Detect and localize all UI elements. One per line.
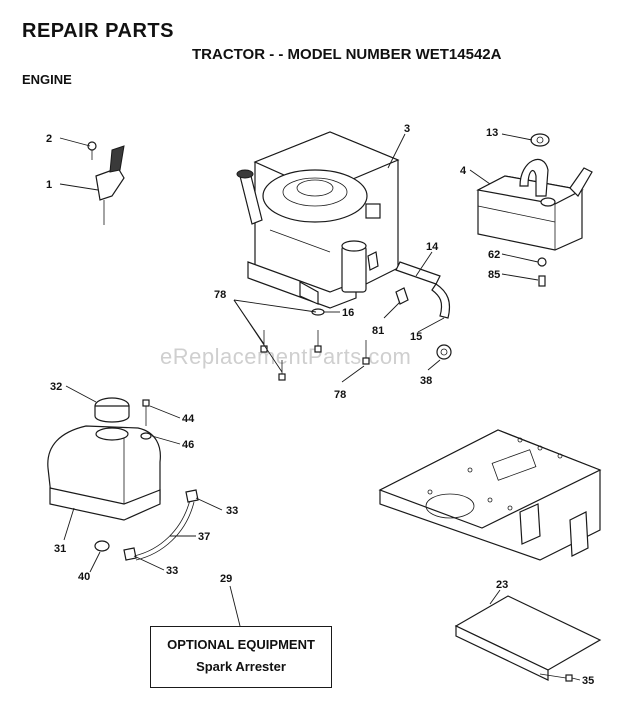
callout-4: 4 — [460, 165, 467, 177]
callout-16: 16 — [342, 307, 354, 319]
page-title: REPAIR PARTS — [22, 20, 174, 42]
heat-shield-part — [454, 595, 602, 682]
model-subtitle: TRACTOR - - MODEL NUMBER WET14542A — [192, 46, 502, 63]
optional-equipment-box: OPTIONAL EQUIPMENT Spark Arrester — [150, 626, 332, 688]
muffler-part — [476, 133, 593, 287]
callout-38: 38 — [420, 375, 432, 387]
callout-31: 31 — [54, 543, 66, 555]
engine-bolts-part — [260, 308, 370, 381]
callout-35: 35 — [582, 675, 594, 687]
callout-29: 29 — [220, 573, 232, 585]
section-label: ENGINE — [22, 72, 72, 87]
tractor-frame-part — [378, 429, 602, 561]
callout-85: 85 — [488, 269, 500, 281]
callout-40: 40 — [78, 571, 90, 583]
engine-part — [236, 131, 400, 309]
leader-lines — [59, 133, 581, 681]
throttle-control-part — [87, 141, 125, 225]
callout-2: 2 — [46, 133, 52, 145]
callout-78-bottom: 78 — [334, 389, 346, 401]
callout-labels: 2 1 3 13 4 14 62 85 78 16 81 15 38 78 32… — [46, 123, 594, 687]
callout-81: 81 — [372, 325, 384, 337]
callout-46: 46 — [182, 439, 194, 451]
callout-14: 14 — [426, 241, 439, 253]
spark-arrester-label: Spark Arrester — [196, 659, 286, 674]
fuel-tank-part — [47, 397, 199, 561]
callout-62: 62 — [488, 249, 500, 261]
watermark: eReplacementParts.com — [160, 344, 412, 369]
callout-37: 37 — [198, 531, 210, 543]
callout-32: 32 — [50, 381, 62, 393]
optional-equipment-title: OPTIONAL EQUIPMENT — [167, 637, 315, 652]
callout-1: 1 — [46, 179, 52, 191]
callout-15: 15 — [410, 331, 422, 343]
callout-3: 3 — [404, 123, 410, 135]
callout-44: 44 — [182, 413, 195, 425]
callout-23: 23 — [496, 579, 508, 591]
callout-33-bottom: 33 — [166, 565, 178, 577]
callout-33-top: 33 — [226, 505, 238, 517]
callout-13: 13 — [486, 127, 498, 139]
callout-78-top: 78 — [214, 289, 226, 301]
